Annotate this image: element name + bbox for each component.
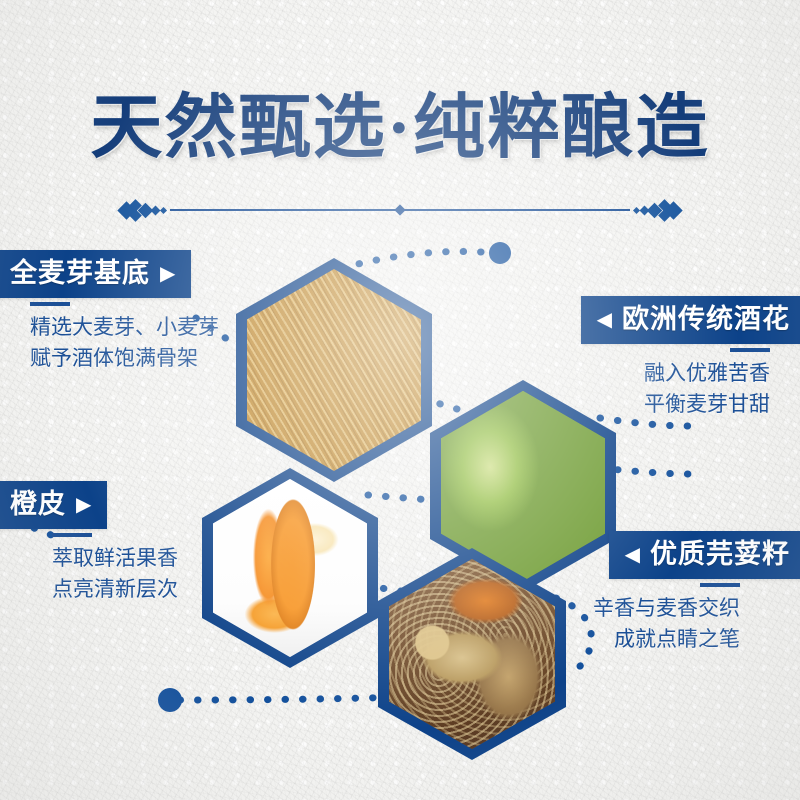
label-text-malt: 全麦芽基底 xyxy=(10,258,150,288)
label-dash-orange-peel xyxy=(52,533,92,537)
coriander-seeds-photo xyxy=(389,559,555,749)
orange-peel-photo xyxy=(213,479,367,657)
label-dash-hops xyxy=(730,348,770,352)
desc-orange-line1: 萃取鲜活果香 xyxy=(52,546,178,570)
desc-orange-peel: 萃取鲜活果香 点亮清新层次 xyxy=(52,543,178,605)
label-dash-malt xyxy=(30,302,70,306)
hexagon-coriander-inner xyxy=(389,559,555,749)
triangle-right-icon: ▶ xyxy=(76,493,92,516)
desc-malt-line2: 赋予酒体饱满骨架 xyxy=(30,346,198,370)
desc-coriander-line1: 辛香与麦香交织 xyxy=(593,596,740,620)
divider-ornament-left xyxy=(117,198,178,222)
triangle-left-icon: ◀ xyxy=(624,543,640,566)
title-block: 天然甄选·纯粹酿造 xyxy=(0,86,800,172)
divider-center-dot xyxy=(394,204,406,216)
label-text-coriander: 优质芫荽籽 xyxy=(650,539,790,569)
label-banner-hops[interactable]: ◀ 欧洲传统酒花 xyxy=(580,296,800,344)
desc-coriander-line2: 成就点睛之笔 xyxy=(614,627,740,651)
label-text-hops: 欧洲传统酒花 xyxy=(622,304,790,334)
desc-malt: 精选大麦芽、小麦芽 赋予酒体饱满骨架 xyxy=(30,312,219,374)
hexagon-orange-inner xyxy=(213,479,367,657)
triangle-left-icon: ◀ xyxy=(596,308,612,331)
desc-hops: 融入优雅苦香 平衡麦芽甘甜 xyxy=(644,358,770,420)
label-text-orange-peel: 橙皮 xyxy=(10,489,66,519)
label-banner-coriander[interactable]: ◀ 优质芫荽籽 xyxy=(608,531,800,579)
hexagon-malt-inner xyxy=(247,269,421,471)
wheat-grains-photo xyxy=(247,269,421,471)
desc-hops-line2: 平衡麦芽甘甜 xyxy=(644,392,770,416)
label-banner-malt[interactable]: 全麦芽基底 ▶ xyxy=(0,250,192,298)
desc-hops-line1: 融入优雅苦香 xyxy=(644,361,770,385)
divider-ornament-right xyxy=(622,198,683,222)
ornamental-divider xyxy=(117,198,683,222)
label-banner-orange-peel[interactable]: 橙皮 ▶ xyxy=(0,481,108,529)
desc-coriander: 辛香与麦香交织 成就点睛之笔 xyxy=(593,593,740,655)
desc-malt-line1: 精选大麦芽、小麦芽 xyxy=(30,315,219,339)
page-title: 天然甄选·纯粹酿造 xyxy=(90,90,710,167)
triangle-right-icon: ▶ xyxy=(160,262,176,285)
desc-orange-line2: 点亮清新层次 xyxy=(52,577,178,601)
label-dash-coriander xyxy=(700,583,740,587)
